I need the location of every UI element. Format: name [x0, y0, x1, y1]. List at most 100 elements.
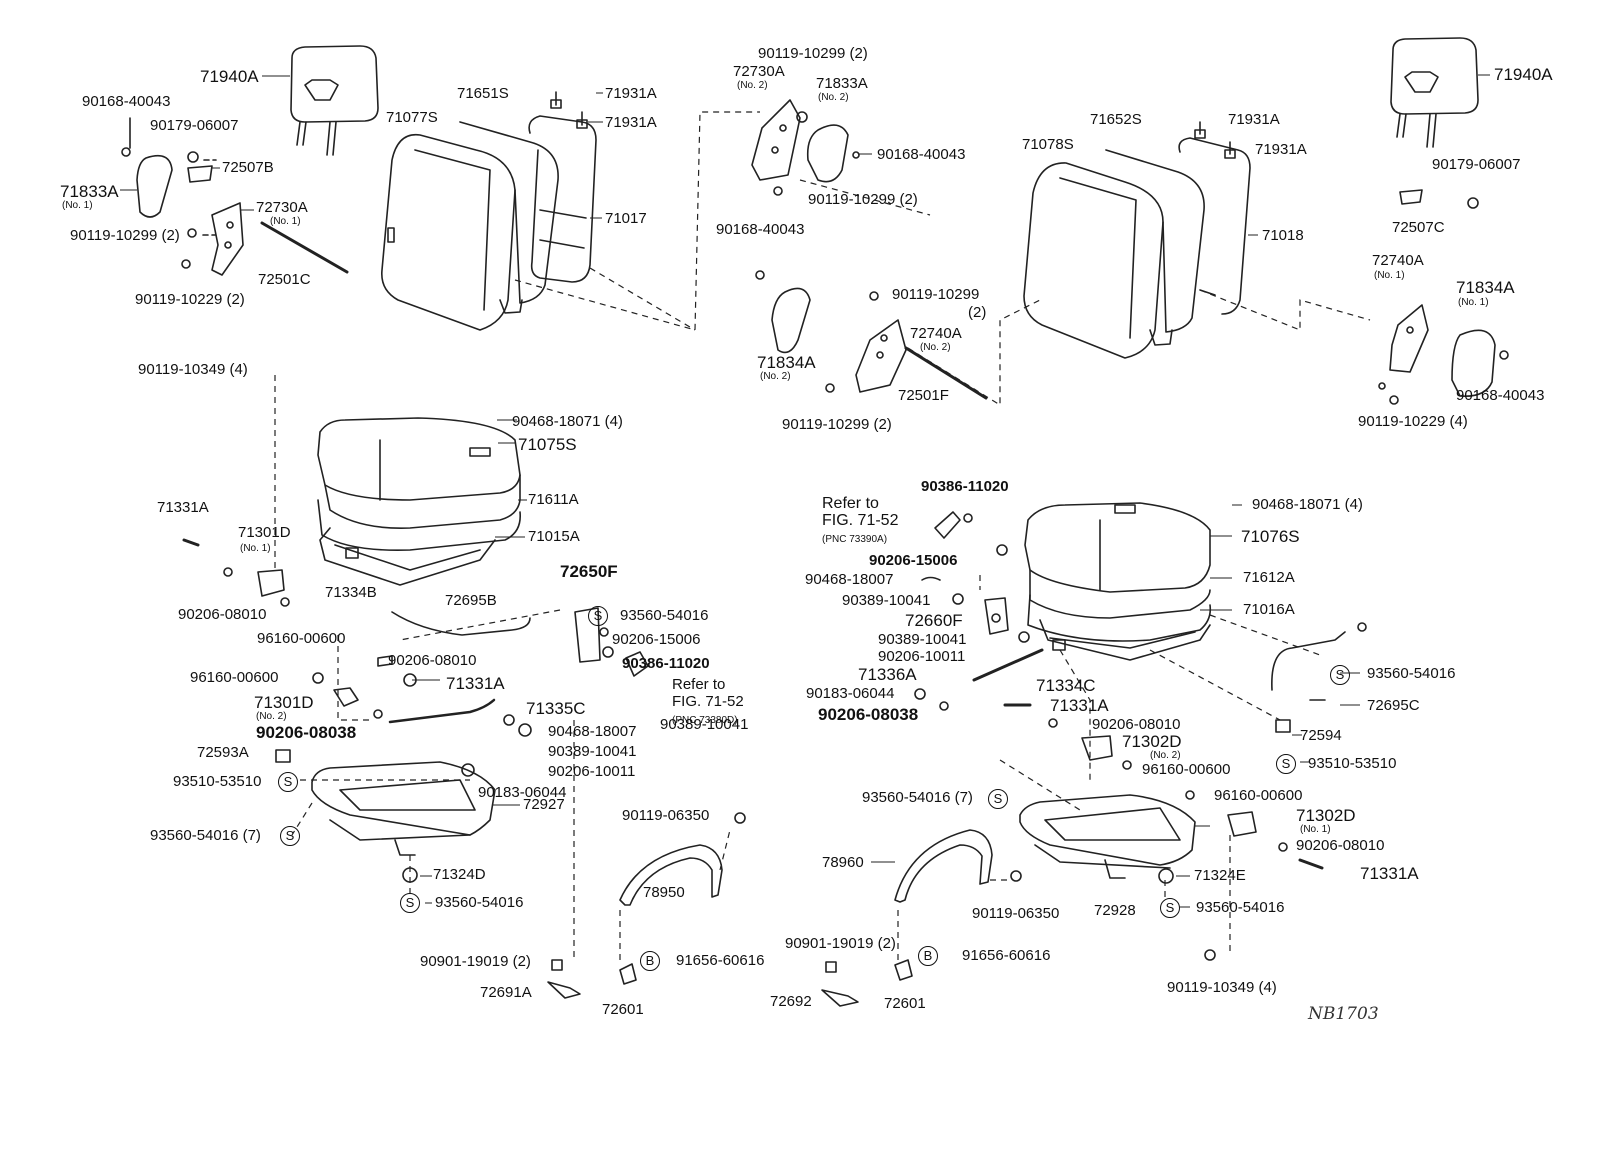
label-93560-54016-left7: 93560-54016 (7): [150, 827, 261, 844]
label-90901-19019-left: 90901-19019 (2): [420, 953, 531, 970]
label-90119-10349-right: 90119-10349 (4): [1167, 979, 1277, 996]
label-90206-08010-left1: 90206-08010: [178, 606, 267, 623]
label-71334B: 71334B: [325, 584, 377, 601]
ref-line1: Refer to: [822, 495, 879, 512]
label-72501C: 72501C: [258, 271, 311, 288]
frame-71018: [1178, 121, 1251, 315]
headrest-right: [1390, 37, 1479, 148]
parts-center-upper: [751, 99, 988, 400]
label-90168-40043-center2: 90168-40043: [716, 221, 805, 238]
label-90389-10041-left2: 90389-10041: [548, 743, 637, 760]
label-71611A: 71611A: [528, 491, 579, 508]
strap-78950: [547, 812, 746, 999]
label-90206-10011-right: 90206-10011: [878, 648, 966, 665]
label-71651S: 71651S: [457, 85, 509, 102]
note-no1: (No. 1): [240, 543, 271, 554]
label-71834A-right: 71834A: [1456, 278, 1515, 297]
note-no2: (No. 2): [256, 711, 287, 722]
ref-line3: (PNC 73380D): [672, 715, 738, 726]
label-71833A-center: 71833A: [816, 75, 868, 92]
label-90468-18071-right: 90468-18071 (4): [1252, 496, 1363, 513]
label-90206-08010-right1: 90206-08010: [1092, 716, 1181, 733]
s-symbol: S: [1160, 898, 1180, 918]
label-91656-60616-right: 91656-60616: [962, 947, 1051, 964]
label-90206-15006-right: 90206-15006: [869, 552, 958, 569]
note-no2: (No. 2): [920, 342, 951, 353]
label-72730A-left: 72730A: [256, 199, 308, 216]
label-suffix-2: (2): [968, 304, 987, 321]
parts-right-lower: [914, 511, 1367, 770]
label-90168-40043-left: 90168-40043: [82, 93, 171, 110]
label-72507C: 72507C: [1392, 219, 1445, 236]
s-symbol: S: [988, 789, 1008, 809]
label-71331A-left1: 71331A: [157, 499, 209, 516]
label-90179-06007-left: 90179-06007: [150, 117, 239, 134]
seatback-left: [381, 121, 559, 331]
s-symbol: S: [400, 893, 420, 913]
label-90119-06350-left: 90119-06350: [622, 807, 710, 824]
label-71331A-right1: 71331A: [1050, 696, 1109, 715]
label-90119-10299-c1: 90119-10299 (2): [758, 45, 868, 62]
label-90119-10349-left: 90119-10349 (4): [138, 361, 248, 378]
label-71940A-right: 71940A: [1494, 65, 1553, 84]
b-symbol: B: [918, 946, 938, 966]
label-93560-54016-left2: 93560-54016: [435, 894, 524, 911]
label-90119-10299-left: 90119-10299 (2): [70, 227, 180, 244]
label-71075S: 71075S: [518, 435, 577, 454]
note-no2: (No. 2): [737, 80, 768, 91]
strap-78960: [821, 829, 1216, 1007]
label-71324E: 71324E: [1194, 867, 1246, 884]
label-90119-10299-c2: 90119-10299 (2): [808, 191, 918, 208]
label-90206-08010-left2: 90206-08010: [388, 652, 477, 669]
label-96160-00600-right1: 96160-00600: [1142, 761, 1231, 778]
reference-fig-71-52-left: Refer to FIG. 71-52 (PNC 73380D): [672, 676, 744, 729]
label-93560-54016-right7: 93560-54016 (7): [862, 789, 973, 806]
label-90389-10041-left1: 90389-10041: [660, 716, 749, 733]
label-72660F: 72660F: [905, 611, 963, 630]
label-90183-06044-right: 90183-06044: [806, 685, 895, 702]
note-no2: (No. 2): [1150, 750, 1181, 761]
label-90119-06350-right: 90119-06350: [972, 905, 1060, 922]
ref-line2: FIG. 71-52: [822, 512, 899, 529]
label-72740A-center: 72740A: [910, 325, 962, 342]
label-93510-53510-right: 93510-53510: [1308, 755, 1397, 772]
seat-cushion-left: [317, 417, 522, 586]
label-90168-40043-center: 90168-40043: [877, 146, 966, 163]
label-71016A: 71016A: [1243, 601, 1295, 618]
label-90119-10299-c3: 90119-10299: [892, 286, 980, 303]
label-96160-00600-right2: 96160-00600: [1214, 787, 1303, 804]
ref-line3: (PNC 73390A): [822, 534, 888, 545]
label-90468-18007-right: 90468-18007: [805, 571, 894, 588]
label-72601-right: 72601: [884, 995, 926, 1012]
label-90179-06007-right: 90179-06007: [1432, 156, 1521, 173]
label-90168-40043-right: 90168-40043: [1456, 387, 1545, 404]
label-71078S: 71078S: [1022, 136, 1074, 153]
label-90119-10229-left: 90119-10229 (2): [135, 291, 245, 308]
label-71017: 71017: [605, 210, 647, 227]
reference-fig-71-52-right: Refer to FIG. 71-52 (PNC 73390A): [822, 495, 898, 548]
label-93560-54016-left1: 93560-54016: [620, 607, 709, 624]
label-90468-18071-left: 90468-18071 (4): [512, 413, 623, 430]
label-96160-00600-left2: 96160-00600: [190, 669, 279, 686]
label-72695B: 72695B: [445, 592, 497, 609]
label-71834A-center: 71834A: [757, 353, 816, 372]
label-90468-18007-left: 90468-18007: [548, 723, 637, 740]
label-90206-10011-left: 90206-10011: [548, 763, 636, 780]
label-71018: 71018: [1262, 227, 1304, 244]
label-71302D-right2: 71302D: [1296, 806, 1356, 825]
label-72594: 72594: [1300, 727, 1342, 744]
label-71833A-left: 71833A: [60, 182, 119, 201]
label-71324D: 71324D: [433, 866, 486, 883]
frame-71017: [528, 91, 597, 283]
label-71652S: 71652S: [1090, 111, 1142, 128]
diagram-code: NB1703: [1308, 1004, 1379, 1024]
note-no1: (No. 1): [1458, 297, 1489, 308]
note-no1: (No. 1): [1300, 824, 1331, 835]
label-71940A-left: 71940A: [200, 67, 259, 86]
label-90206-08010-right2: 90206-08010: [1296, 837, 1385, 854]
label-72692: 72692: [770, 993, 812, 1010]
label-71301D-left: 71301D: [238, 524, 291, 541]
label-71077S: 71077S: [386, 109, 438, 126]
note-no1: (No. 1): [62, 200, 93, 211]
label-71336A: 71336A: [858, 665, 917, 684]
